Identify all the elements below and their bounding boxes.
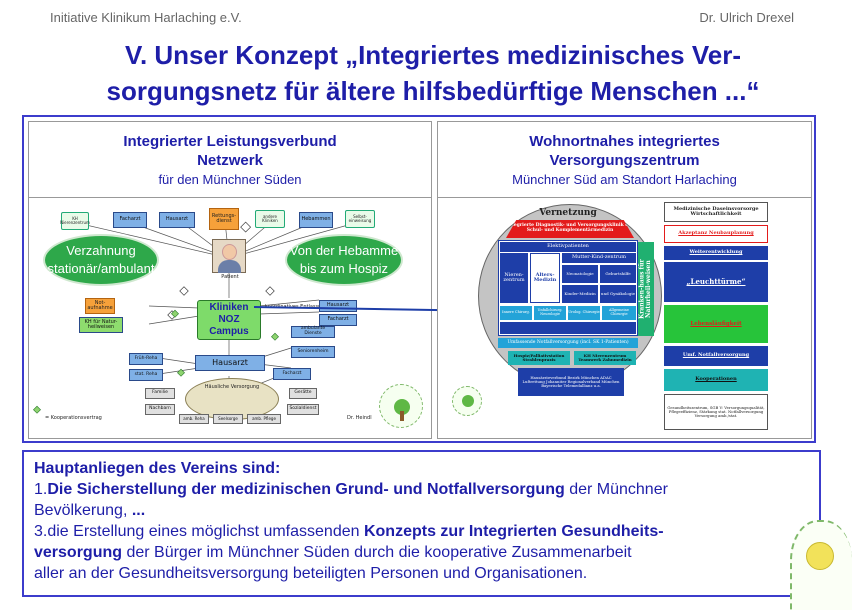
legend-kooperationsvertrag: = Kooperationsvertrag bbox=[45, 415, 102, 421]
col-altersmedizin: Alters-Medizin bbox=[530, 253, 560, 303]
side-leuchttuerme: „Leuchttürme“ bbox=[664, 262, 768, 302]
item1-line2: Bevölkerung, bbox=[34, 502, 132, 519]
node-hausarzt-center: Hausarzt bbox=[195, 355, 265, 371]
node-rettungsdienst: Rettungs-dienst bbox=[209, 208, 239, 230]
node-kliniken-noz-label: Kliniken NOZ Campus bbox=[209, 302, 249, 337]
notfall-bar: Umfassende Notfallversorgung (incl. SK 1… bbox=[498, 338, 638, 348]
side-blue1: Weiterentwicklung bbox=[664, 246, 768, 260]
kh-netz-box: KH Nierenzentrum Teamwerk Zahnmedizin bbox=[574, 351, 636, 365]
concerns-box: Hauptanliegen des Vereins sind: 1.Die Si… bbox=[22, 450, 821, 597]
node-facharzt-right: Facharzt bbox=[319, 314, 357, 326]
center-subheading: Münchner Süd am Standort Harlaching bbox=[512, 172, 737, 187]
sub-gynaekologie: und Gynäkologie bbox=[600, 285, 636, 303]
verein-logo-right bbox=[452, 386, 482, 416]
node-frueh-reha: Früh-Reha bbox=[129, 353, 163, 365]
col-mutter-kind: Mutter-Kind-zentrum bbox=[562, 253, 636, 263]
node-kh-nierenzentrum: KH Nierenzentrum bbox=[60, 212, 90, 230]
node-ambulante-dienste: ambulante Dienste bbox=[291, 326, 335, 338]
item1-bold: Die Sicherstellung der medizinischen Gru… bbox=[47, 481, 565, 498]
node-facharzt-bottom: Facharzt bbox=[273, 368, 311, 380]
verein-logo-small bbox=[379, 384, 423, 428]
network-connectors bbox=[33, 221, 360, 414]
node-hebammen: Hebammen bbox=[299, 212, 333, 228]
col-naturheilweisen: Kranken-haus für Naturheil-weisen bbox=[638, 242, 654, 336]
side-red: Akzeptanz Neubauplanung bbox=[664, 225, 768, 243]
side-green: Lebensläufigkeit bbox=[664, 305, 768, 343]
header-author: Dr. Ulrich Drexel bbox=[699, 10, 794, 25]
row-unfallchirurg: Unfallchirurg. Neurologie bbox=[534, 306, 566, 320]
network-panel: Integrierter Leistungsverbund Netzwerk f… bbox=[28, 121, 432, 439]
patient-label: Patient bbox=[221, 274, 239, 280]
hospiz-box: Hospiz/Palliativstation Strahlenpraxis bbox=[508, 351, 570, 365]
item3-line3: aller an der Gesundheitsversorgung betei… bbox=[34, 565, 588, 582]
oval-verzahnung: Verzahnung stationär/ambulant bbox=[43, 234, 159, 286]
item3-bold1: Konzepts zur Integrierten Gesundheits- bbox=[363, 523, 664, 540]
sub-geburtshilfe: Geburtshilfe bbox=[600, 265, 636, 283]
node-amb-pflege: amb. Pflege bbox=[247, 414, 281, 424]
credit-label: Dr. Heindl bbox=[347, 415, 372, 421]
sub-neonatologie: Neonatologie bbox=[562, 265, 598, 283]
node-familie: Familie bbox=[145, 388, 175, 399]
elektiv-bar: Elektivpatienten bbox=[500, 242, 636, 252]
network-subheading: für den Münchner Süden bbox=[158, 172, 302, 187]
oval-hebamme-hospiz: Von der Hebamme bis zum Hospiz bbox=[285, 234, 403, 286]
item1-ellipsis: ... bbox=[131, 502, 146, 519]
page-title-line1: V. Unser Konzept „Integriertes medizinis… bbox=[124, 40, 741, 70]
item1-rest: der Münchner bbox=[564, 481, 668, 498]
network-panel-header: Integrierter Leistungsverbund Netzwerk f… bbox=[29, 122, 431, 198]
side-header: Medizinische Daseinsvorsorge Wirtschaftl… bbox=[664, 202, 768, 222]
node-stat-reha: stat. Reha bbox=[129, 369, 163, 381]
row-diagnostics bbox=[500, 322, 636, 334]
node-nachbarn: Nachbarn bbox=[145, 404, 175, 415]
center-panel: Wohnortnahes integriertes Versorgungszen… bbox=[437, 121, 812, 439]
row-urologie: Urolog. Chirurgie bbox=[568, 306, 600, 320]
row-innere: Innere Chirurg. bbox=[500, 306, 532, 320]
node-hausarzt-top: Hausarzt bbox=[159, 212, 195, 228]
verein-logo-corner bbox=[790, 520, 852, 610]
node-kliniken-noz: Kliniken NOZ Campus bbox=[197, 300, 261, 340]
col-nierenzentrum: Nieren-zentrum bbox=[500, 253, 528, 303]
header-org: Initiative Klinikum Harlaching e.V. bbox=[50, 10, 242, 25]
vernetzung-label: Vernetzung bbox=[539, 208, 597, 219]
diagram-frame: Integrierter Leistungsverbund Netzwerk f… bbox=[22, 115, 816, 443]
node-sozialdienst: Sozialdienst bbox=[287, 404, 319, 415]
center-panel-header: Wohnortnahes integriertes Versorgungszen… bbox=[438, 122, 811, 198]
node-geraete: Gerätte bbox=[289, 388, 317, 399]
network-heading2: Netzwerk bbox=[197, 152, 263, 169]
patient-photo bbox=[212, 239, 246, 273]
item1-prefix: 1. bbox=[34, 481, 48, 498]
side-bottom: Gesundheitszentrum, SGB V: Versorgungsqu… bbox=[664, 394, 768, 430]
item3-rest: der Bürger im Münchner Süden durch die k… bbox=[122, 544, 632, 561]
item3-prefix: 3.die Erstellung eines möglichst umfasse… bbox=[34, 523, 364, 540]
node-andere-kliniken: andere Kliniken bbox=[255, 210, 285, 228]
node-kh-naturheilweisen: KH für Natur-heilweisen bbox=[79, 317, 123, 333]
page-title-line2: sorgungsnetz für ältere hilfsbedürftige … bbox=[106, 76, 760, 106]
red-bar: Integrierte Diagnostik- und Versorgungsk… bbox=[506, 220, 634, 238]
side-blue3: Umf. Notfallversorgung bbox=[664, 346, 768, 366]
node-selbsteinweisung: Selbst-einweisung bbox=[345, 210, 375, 228]
center-heading1: Wohnortnahes integriertes bbox=[529, 133, 720, 150]
node-amb-reha: amb. Reha bbox=[179, 414, 209, 424]
center-heading2: Versorgungszentrum bbox=[549, 152, 700, 169]
item3-bold2: versorgung bbox=[34, 544, 123, 561]
node-facharzt-top: Facharzt bbox=[113, 212, 147, 228]
node-seniorenheim: Seniorenheim bbox=[291, 346, 335, 358]
sub-kindermedizin: Kinder-Medizin bbox=[562, 285, 598, 303]
hausliche-versorgung-label: Häusliche Versorgung bbox=[204, 384, 260, 390]
network-heading1: Integrierter Leistungsverbund bbox=[123, 133, 337, 150]
hausarzt-verbund-box: Hausärzteverbund Bezirk München ADAC Luf… bbox=[518, 368, 624, 396]
concerns-heading: Hauptanliegen des Vereins sind: bbox=[34, 460, 281, 477]
side-teal: Kooperationen bbox=[664, 369, 768, 391]
node-notaufnahme: Not-aufnahme bbox=[85, 298, 115, 314]
node-seelsorge: Seelsorge bbox=[213, 414, 243, 424]
row-allgemein-chirurgie: Allgemeine Chirurgie bbox=[602, 306, 636, 320]
